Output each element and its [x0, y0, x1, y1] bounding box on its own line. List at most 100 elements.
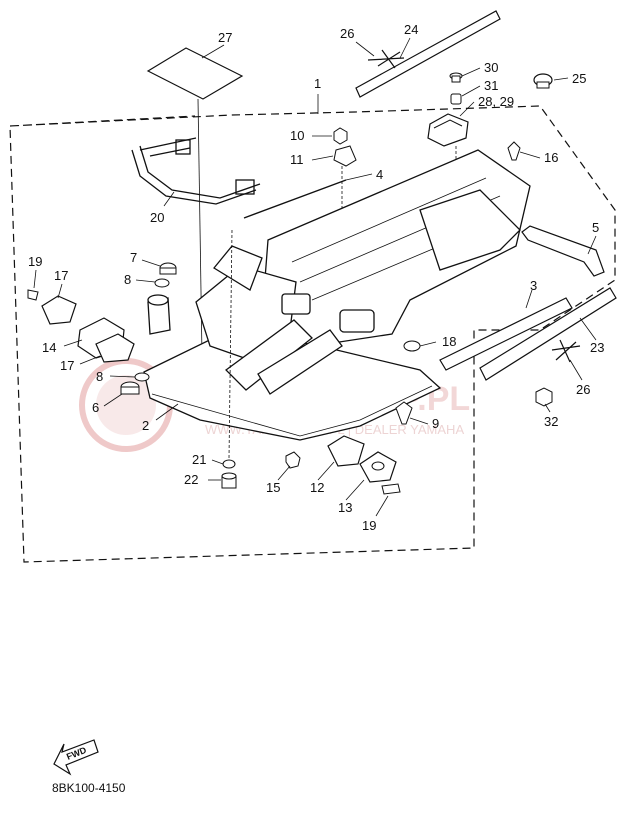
part-27-pad — [146, 47, 244, 100]
part-16-fastener — [507, 141, 521, 161]
part-7-bushing — [159, 262, 177, 275]
callout-12: 12 — [310, 480, 324, 495]
leader-8-upper — [135, 279, 156, 283]
part-1-frame — [143, 149, 531, 441]
leader-21-drop — [228, 229, 233, 459]
callout-6: 6 — [92, 400, 99, 415]
callout-22: 22 — [184, 472, 198, 487]
part-24-strip — [355, 10, 501, 98]
assembly-boundary — [9, 105, 616, 563]
part-5-bracket — [521, 225, 605, 277]
part-26-clip-lower — [551, 339, 581, 363]
leader-21 — [211, 459, 224, 465]
leader-18 — [419, 341, 437, 347]
leader-8-lower — [109, 375, 136, 378]
callout-8-lower: 8 — [96, 369, 103, 384]
leader-5 — [587, 235, 597, 255]
leader-32 — [544, 403, 551, 413]
part-8-bushing-upper — [154, 278, 170, 288]
leader-19-upper — [33, 269, 37, 289]
part-6-bushing — [120, 381, 140, 395]
part-13-boss-hole — [371, 461, 385, 471]
callout-18: 18 — [442, 334, 456, 349]
part-18-grommet — [403, 340, 421, 352]
fwd-arrow-icon — [53, 739, 99, 776]
leader-16 — [519, 151, 541, 159]
leader-12 — [317, 461, 335, 481]
callout-3: 3 — [530, 278, 537, 293]
part-15-nut — [285, 451, 301, 469]
part-22-bushing — [221, 472, 237, 489]
leader-15 — [277, 465, 291, 481]
watermark-logo-inner — [96, 375, 156, 435]
part-28-pad — [427, 113, 469, 147]
part-9-fastener — [395, 401, 413, 425]
callout-11: 11 — [290, 152, 304, 167]
callout-7: 7 — [130, 250, 137, 265]
callout-20: 20 — [150, 210, 164, 225]
part-30-bolt — [449, 72, 463, 83]
part-26-clip-upper — [367, 49, 405, 69]
callout-25: 25 — [572, 71, 586, 86]
part-19-bolt-upper — [27, 289, 39, 301]
leader-20 — [163, 191, 175, 207]
callout-10: 10 — [290, 128, 304, 143]
callout-14: 14 — [42, 340, 56, 355]
leader-17-upper — [57, 283, 63, 299]
part-4-rod — [243, 179, 347, 219]
part-17-plate-lower — [95, 333, 135, 363]
callout-19-lower: 19 — [362, 518, 376, 533]
callout-labels: 1 2 3 4 5 6 7 8 8 9 10 11 12 13 14 15 16… — [28, 22, 604, 533]
forward-direction-arrow: FWD — [53, 739, 99, 776]
callout-8-upper: 8 — [124, 272, 131, 287]
callout-4: 4 — [376, 167, 383, 182]
callout-17-lower: 17 — [60, 358, 74, 373]
leader-24 — [399, 37, 411, 59]
leader-14 — [63, 339, 83, 347]
drawing-code: 8BK100-4150 — [52, 781, 126, 795]
part-3-rail — [439, 297, 573, 371]
callout-23: 23 — [590, 340, 604, 355]
callout-24: 24 — [404, 22, 418, 37]
part-31-collar — [450, 93, 462, 105]
callout-31: 31 — [484, 78, 498, 93]
part-19-bolt-lower — [381, 483, 401, 495]
leader-27 — [201, 44, 225, 59]
leader-23 — [579, 317, 597, 341]
callout-5: 5 — [592, 220, 599, 235]
callout-1: 1 — [314, 76, 321, 91]
part-32-nut — [535, 387, 553, 407]
leader-28 — [459, 101, 475, 117]
leader-17-lower — [79, 355, 101, 365]
part-17-plate-upper — [41, 295, 77, 325]
callout-19-upper: 19 — [28, 254, 42, 269]
leader-7 — [141, 259, 161, 267]
leader-13 — [345, 479, 365, 501]
callout-13: 13 — [338, 500, 352, 515]
leader-30 — [461, 67, 481, 77]
callout-27: 27 — [218, 30, 232, 45]
leader-6 — [103, 393, 123, 407]
leader-9 — [409, 417, 429, 425]
part-25-cap — [533, 73, 553, 89]
leader-4 — [345, 173, 373, 181]
leader-19-lower — [375, 495, 389, 517]
callout-26-upper: 26 — [340, 26, 354, 41]
leader-26-upper — [355, 41, 375, 57]
callout-15: 15 — [266, 480, 280, 495]
callout-28-29: 28, 29 — [478, 94, 514, 109]
part-11-bracket — [333, 145, 357, 167]
leader-11 — [311, 155, 334, 161]
callout-26-lower: 26 — [576, 382, 590, 397]
leader-26-lower — [569, 359, 583, 381]
leader-31 — [461, 85, 481, 97]
callout-16: 16 — [544, 150, 558, 165]
part-8-bushing-lower — [134, 372, 150, 382]
part-10-nut — [333, 127, 348, 145]
leader-3 — [525, 289, 533, 309]
part-12-plate — [327, 435, 365, 467]
part-21-washer — [222, 459, 236, 469]
leader-25 — [553, 77, 569, 81]
callout-21: 21 — [192, 452, 206, 467]
